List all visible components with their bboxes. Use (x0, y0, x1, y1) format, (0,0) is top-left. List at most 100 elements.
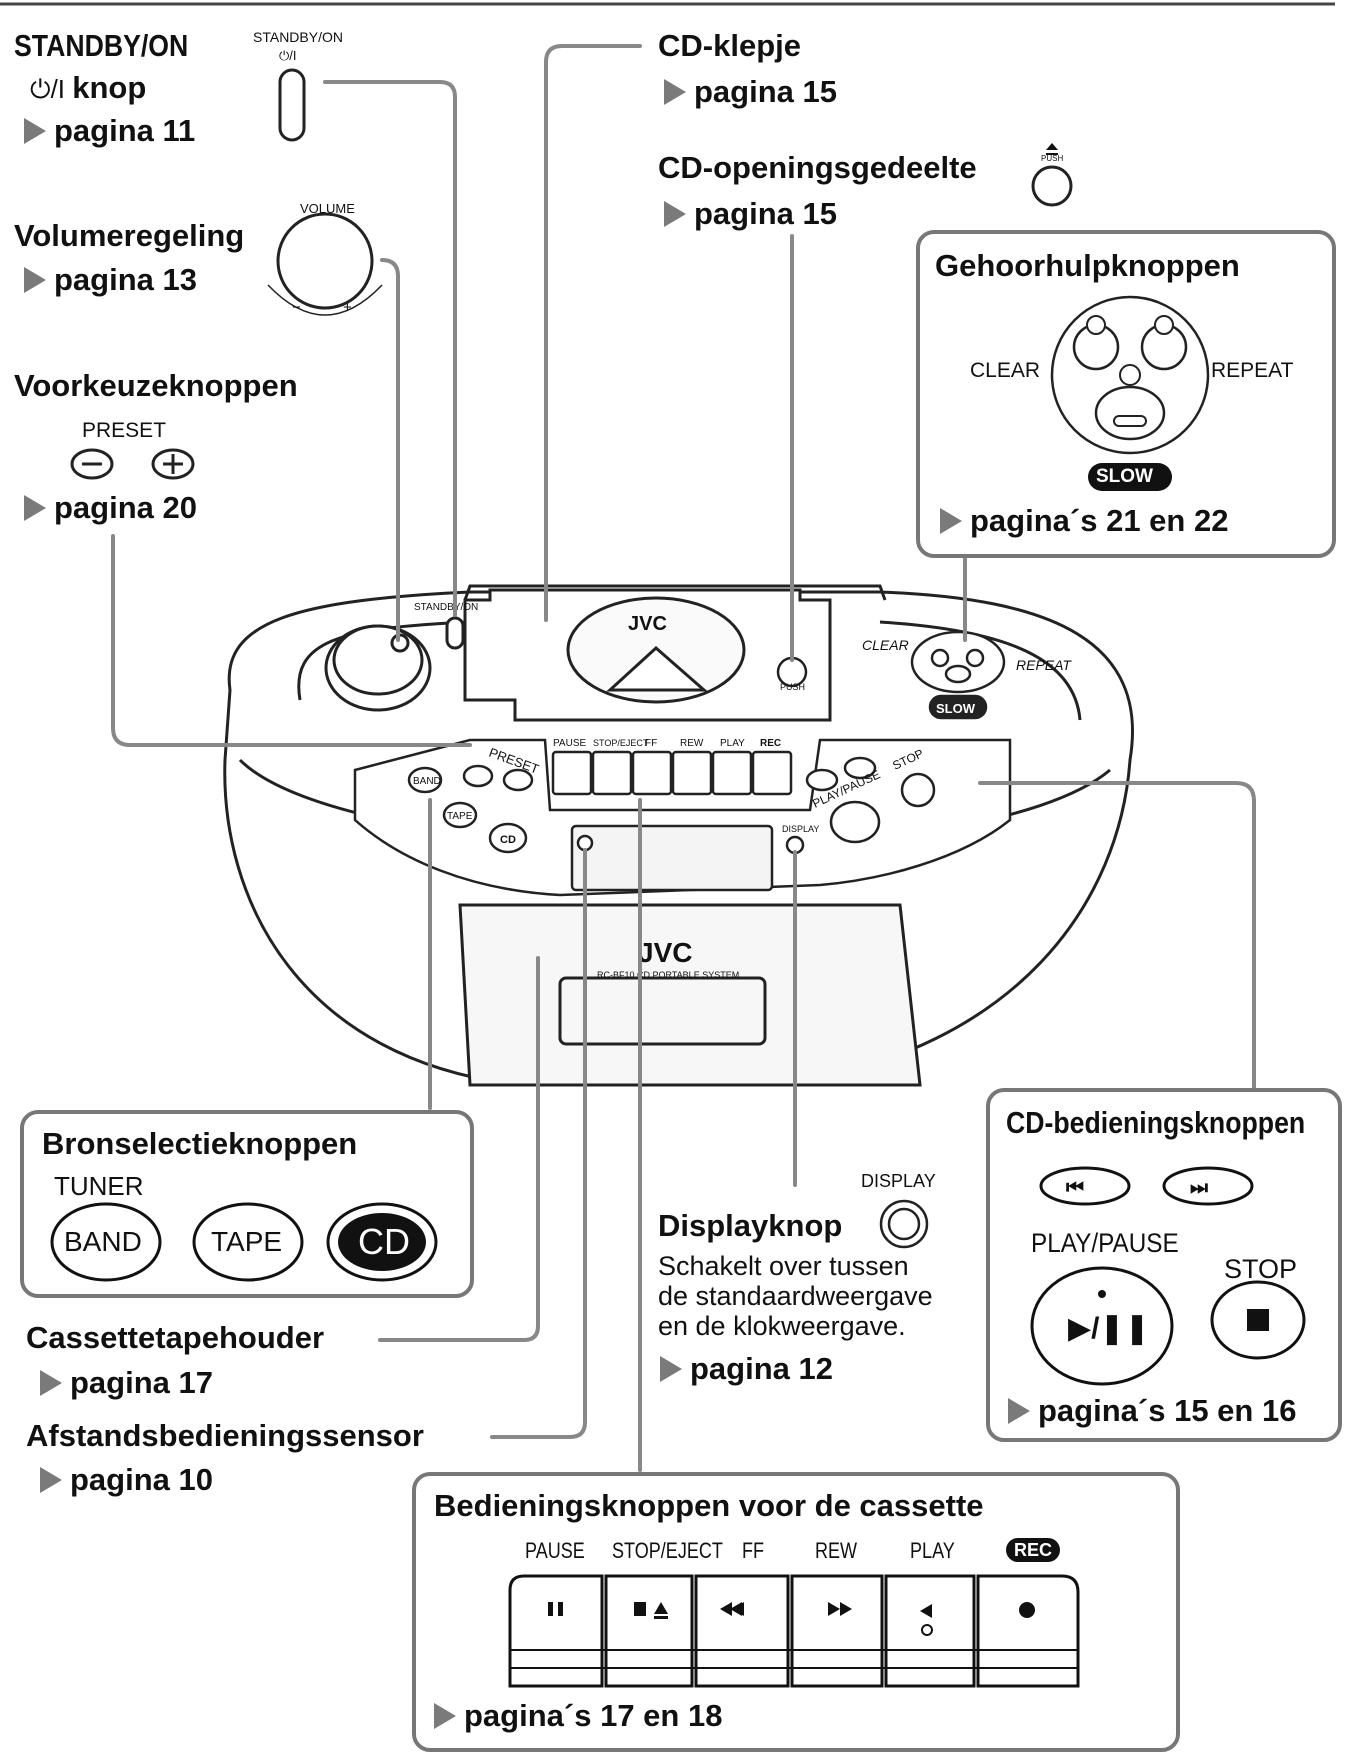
play-pause-button-icon (1030, 1266, 1174, 1386)
cd-open-push-icon (1031, 165, 1073, 207)
volume-title: Volumeregeling (14, 218, 245, 253)
pause-key-icon (508, 1574, 604, 1688)
source-title: Bronselectieknoppen (42, 1126, 358, 1161)
device-control-panel (353, 738, 1012, 897)
cassette-stop-eject-label: STOP/EJECT (612, 1538, 723, 1563)
skip-forward-icon (1162, 1166, 1254, 1206)
hearing-slow-label: SLOW (1096, 466, 1153, 487)
ff-key-icon (694, 1574, 790, 1688)
standby-sub: ⏻/I knop (30, 70, 147, 105)
cassette-holder-title: Cassettetapehouder (26, 1320, 325, 1355)
cassette-pause-label: PAUSE (525, 1538, 585, 1563)
cd-controls-illustration: ⏮ ⏭ ▶/❚❚ (1030, 1166, 1306, 1386)
rec-key-icon (976, 1574, 1080, 1688)
display-button-icon (879, 1199, 929, 1249)
device-rec-label: REC (760, 738, 781, 749)
stop-eject-key-icon (604, 1574, 694, 1688)
standby-page-ref: pagina 11 (24, 115, 195, 146)
play-key-icon (884, 1574, 976, 1688)
device-repeat-label: REPEAT (1016, 657, 1072, 673)
cd-lid-page-ref: pagina 15 (664, 76, 837, 107)
cd-controls-play-pause-label: PLAY/PAUSE (1031, 1228, 1179, 1258)
remote-sensor-page-ref: pagina 10 (40, 1464, 213, 1495)
preset-caption: PRESET (82, 419, 167, 442)
device-tape-label: TAPE (447, 811, 473, 822)
source-band-label: BAND (64, 1226, 142, 1257)
standby-switch-icon (278, 68, 306, 142)
tape-button-icon (192, 1202, 304, 1282)
svg-text:⏮: ⏮ (1066, 1177, 1084, 1199)
device-stop-eject-label: STOP/EJECT (593, 738, 649, 748)
cassette-play-label: PLAY (910, 1538, 955, 1563)
device-rew-label: REW (680, 738, 704, 749)
standby-icon-caption: STANDBY/ON (253, 29, 343, 45)
source-buttons-illustration (50, 1202, 438, 1282)
cassette-rew-label: REW (815, 1538, 858, 1563)
rew-key-icon (790, 1574, 884, 1688)
standby-icon-symbol: ⏻/I (279, 48, 297, 63)
cassette-controls-page-ref: pagina´s 17 en 18 (434, 1700, 722, 1731)
source-tape-label: TAPE (211, 1226, 283, 1257)
hearing-title: Gehoorhulpknoppen (935, 248, 1240, 283)
hearing-page-ref: pagina´s 21 en 22 (940, 505, 1228, 536)
display-desc-3: en de klokweergave. (658, 1311, 906, 1341)
device-hearing-buttons (910, 630, 1006, 720)
cd-lid-title: CD-klepje (658, 28, 801, 63)
band-button-icon (50, 1202, 162, 1282)
cd-compartment: JVC (463, 588, 832, 722)
preset-page-ref: pagina 20 (24, 492, 197, 523)
device-standby-switch (445, 616, 465, 650)
cd-open-title: CD-openingsgedeelte (658, 150, 977, 185)
power-icon: ⏻/I (30, 74, 73, 104)
device-play-label: PLAY (720, 738, 745, 749)
cd-controls-page-ref: pagina´s 15 en 16 (1008, 1395, 1296, 1426)
leader-lines (111, 44, 1256, 1472)
device-push-label: PUSH (780, 682, 805, 692)
cassette-controls-title: Bedieningsknoppen voor de cassette (434, 1488, 984, 1523)
device-cd-label: CD (500, 834, 516, 846)
cd-open-page-ref: pagina 15 (664, 198, 837, 229)
cassette-ff-label: FF (742, 1538, 765, 1563)
hearing-buttons-illustration (1050, 295, 1210, 491)
cd-open-push-caption: PUSH (1041, 154, 1064, 163)
skip-back-icon (1039, 1166, 1131, 1206)
device-clear-label: CLEAR (862, 637, 909, 653)
cd-lid-brand: JVC (628, 613, 667, 635)
display-page-ref: pagina 12 (660, 1353, 833, 1384)
svg-text:▶/❚❚: ▶/❚❚ (1068, 1312, 1150, 1346)
cassette-holder-page-ref: pagina 17 (40, 1367, 213, 1398)
source-cd-label: CD (358, 1221, 410, 1262)
volume-minus: − (292, 299, 301, 316)
hearing-clear-label: CLEAR (970, 359, 1041, 382)
standby-title: STANDBY/ON (14, 28, 189, 63)
display-desc-2: de standaardweergave (658, 1281, 933, 1311)
volume-page-ref: pagina 13 (24, 264, 197, 295)
remote-sensor-title: Afstandsbedieningssensor (26, 1418, 424, 1453)
cd-controls-stop-label: STOP (1224, 1254, 1298, 1284)
preset-title: Voorkeuzeknoppen (14, 368, 298, 403)
volume-icon-caption: VOLUME (300, 201, 355, 216)
cd-controls-title: CD-bedieningsknoppen (1006, 1105, 1306, 1140)
cassette-keys-illustration (508, 1574, 1080, 1688)
hearing-repeat-label: REPEAT (1211, 359, 1294, 382)
device-model: RC-BF10 CD PORTABLE SYSTEM (597, 970, 739, 980)
device-brand: JVC (638, 937, 692, 968)
device-band-label: BAND (413, 776, 441, 787)
cd-controls-box (986, 1088, 1342, 1442)
display-title: Displayknop (658, 1208, 843, 1243)
volume-plus: + (343, 299, 352, 316)
svg-text:⏭: ⏭ (1190, 1177, 1208, 1199)
device-standby-label: STANDBY/ON (414, 602, 478, 613)
device-slow-label: SLOW (936, 701, 976, 716)
volume-knob-icon (276, 212, 374, 310)
display-desc-1: Schakelt over tussen (658, 1251, 909, 1281)
device-display-label: DISPLAY (782, 824, 819, 834)
device-ff-label: FF (645, 738, 657, 749)
display-caption: DISPLAY (861, 1171, 936, 1191)
preset-buttons-icon (70, 448, 195, 480)
slow-button-icon (1094, 385, 1166, 441)
device-volume-knob (324, 624, 432, 712)
cassette-rec-badge: REC (1006, 1538, 1061, 1562)
source-tuner-label: TUNER (54, 1171, 144, 1201)
